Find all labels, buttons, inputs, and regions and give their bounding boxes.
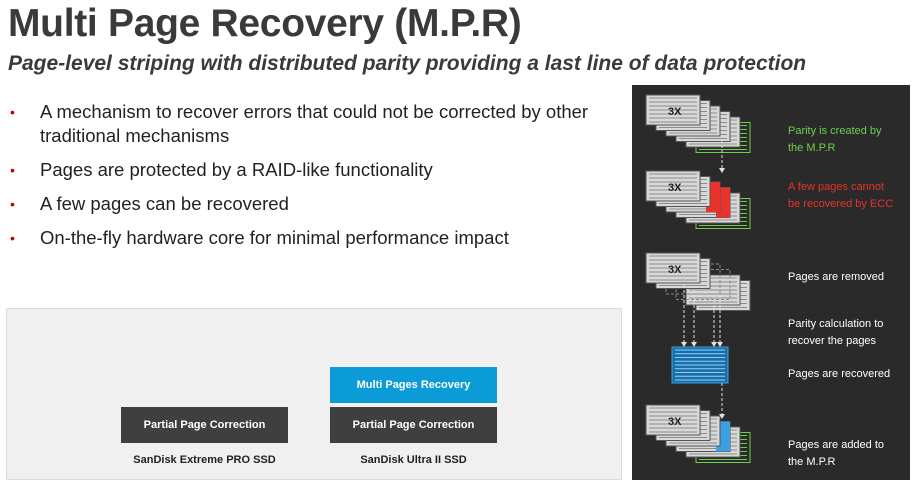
stack-3x-label: 3X [668,106,682,118]
step-line-1: Pages are recovered [788,368,891,380]
step-line-1: Parity is created by [788,125,882,137]
bullet-list: • A mechanism to recover errors that coul… [10,100,610,260]
step-line-1: Pages are removed [788,271,884,283]
bullet-item: • A mechanism to recover errors that coul… [10,100,610,148]
stack-3x-label: 3X [668,264,682,276]
extreme-pro-ppc-box: Partial Page Correction [121,407,288,443]
bullet-text: A mechanism to recover errors that could… [40,101,589,146]
stack-3x-label: 3X [668,182,682,194]
slide-subtitle: Page-level striping with distributed par… [8,52,807,75]
bullet-dot-icon: • [10,162,15,178]
step-line-2: be recovered by ECC [788,198,894,210]
step-line-2: the M.P.R [788,142,836,154]
slide-title: Multi Page Recovery (M.P.R) [8,2,522,45]
step-pages-removed: Pages are removed [788,269,884,286]
mpr-process-graphic: 3X 3X 3X 3X [645,94,751,463]
ultra-ii-label: SanDisk Ultra II SSD [360,454,467,466]
bullet-text: On-the-fly hardware core for minimal per… [40,227,509,248]
step-line-2: recover the pages [788,335,877,347]
bullet-dot-icon: • [10,104,15,120]
step-ecc-failure: A few pages cannot be recovered by ECC [788,179,893,213]
step-parity-calculation: Parity calculation to recover the pages [788,316,883,350]
ultra-ii-mpr-box: Multi Pages Recovery [330,367,497,403]
extreme-pro-label: SanDisk Extreme PRO SSD [133,454,276,466]
ssd-comparison-panel: Partial Page Correction SanDisk Extreme … [6,308,622,480]
step-line-2: the M.P.R [788,456,836,468]
stack-3x-label: 3X [668,416,682,428]
bullet-text: Pages are protected by a RAID-like funct… [40,159,433,180]
recalc-arrow-head [717,342,723,347]
bullet-dot-icon: • [10,230,15,246]
ultra-ii-ppc-box: Partial Page Correction [330,407,497,443]
step-line-1: Pages are added to [788,439,885,451]
parity-arrow-head [719,168,725,173]
recalc-arrow-head [711,342,717,347]
step-line-1: Parity calculation to [788,318,884,330]
step-pages-recovered: Pages are recovered [788,366,890,383]
step-line-1: A few pages cannot [788,181,885,193]
recalc-arrow-head [691,342,697,347]
bullet-item: • Pages are protected by a RAID-like func… [10,158,610,182]
bullet-text: A few pages can be recovered [40,193,289,214]
bullet-item: • On-the-fly hardware core for minimal pe… [10,226,610,250]
bullet-item: • A few pages can be recovered [10,192,610,216]
add-back-arrow-head [719,414,725,419]
step-parity-created: Parity is created by the M.P.R [788,123,882,157]
bullet-dot-icon: • [10,196,15,212]
recalc-arrow-head [681,342,687,347]
step-pages-added: Pages are added to the M.P.R [788,437,884,471]
